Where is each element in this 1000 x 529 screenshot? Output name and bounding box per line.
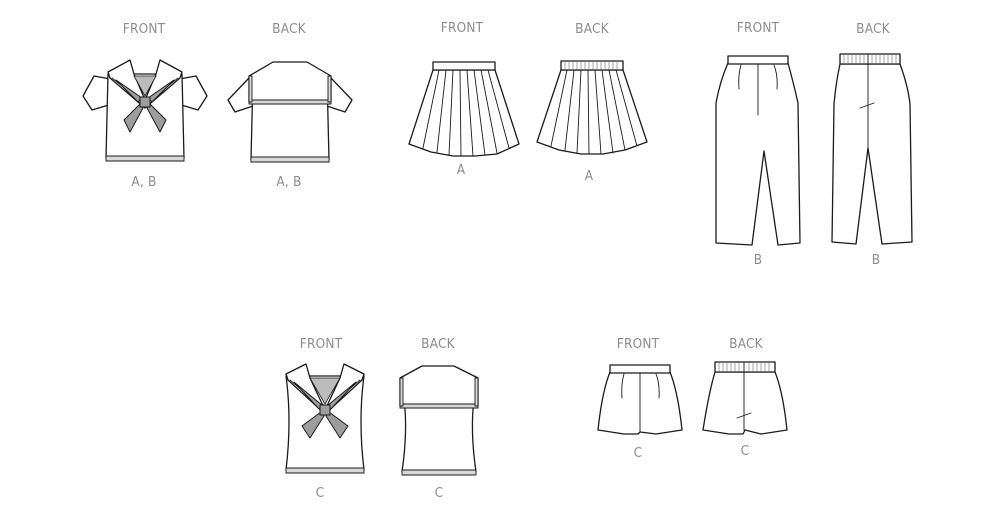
blouse-front-heading: FRONT <box>122 21 166 37</box>
blouse-back-variant-label: A, B <box>276 174 302 190</box>
skirt-back-heading: BACK <box>575 21 609 37</box>
shorts-back-variant-label: C <box>740 443 750 459</box>
shorts-back-drawing <box>701 360 791 444</box>
top-front-heading: FRONT <box>299 336 343 352</box>
pants-front-heading: FRONT <box>736 20 780 36</box>
shorts-front-variant-label: C <box>633 445 643 461</box>
blouse-back-drawing <box>225 50 355 174</box>
skirt-back-drawing <box>533 58 653 162</box>
pants-back-drawing <box>828 52 928 256</box>
pants-back-variant-label: B <box>871 252 881 268</box>
blouse-back-heading: BACK <box>272 21 306 37</box>
blouse-front-variant-label: A, B <box>131 174 157 190</box>
top-back-heading: BACK <box>421 336 455 352</box>
shorts-front-heading: FRONT <box>616 336 660 352</box>
skirt-front-heading: FRONT <box>440 20 484 36</box>
blouse-front-drawing <box>80 50 210 174</box>
shorts-front-drawing <box>594 362 684 446</box>
pants-front-drawing <box>712 55 812 259</box>
top-back-variant-label: C <box>434 485 444 501</box>
skirt-front-variant-label: A <box>456 162 466 178</box>
shorts-back-heading: BACK <box>729 336 763 352</box>
pants-back-heading: BACK <box>856 21 890 37</box>
skirt-front-drawing <box>405 58 525 162</box>
top-front-variant-label: C <box>315 485 325 501</box>
pants-front-variant-label: B <box>753 252 763 268</box>
top-back-drawing <box>396 360 486 484</box>
top-front-drawing <box>280 360 370 484</box>
skirt-back-variant-label: A <box>584 168 594 184</box>
